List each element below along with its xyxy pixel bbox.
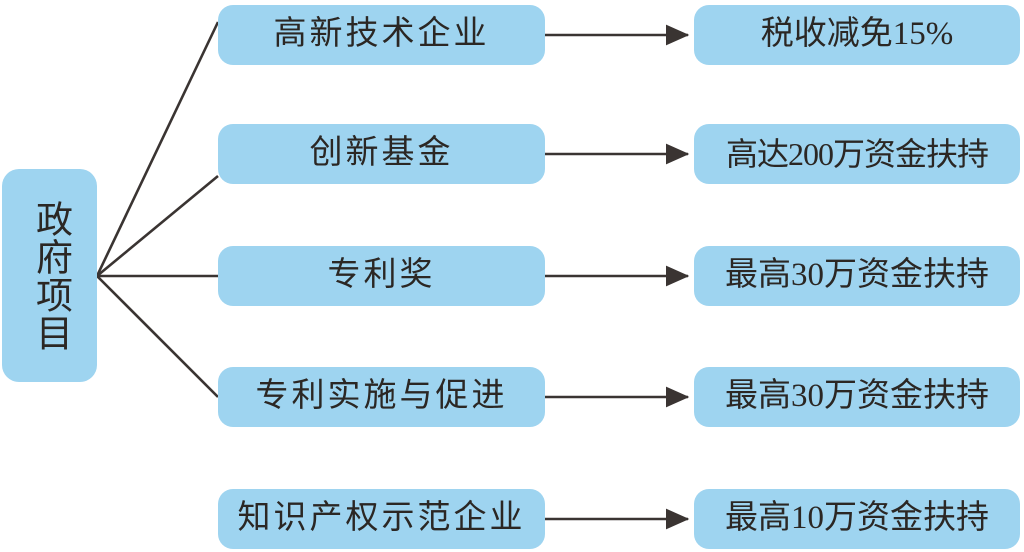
branch-line-1 [95,21,220,277]
program-node-1[interactable]: 高新技术企业 [218,5,545,65]
benefit-node-2[interactable]: 高达200万资金扶持 [694,124,1020,184]
branch-line-4 [96,275,219,398]
program-node-3[interactable]: 专利奖 [218,246,545,306]
program-node-4[interactable]: 专利实施与促进 [218,367,545,427]
benefit-node-1[interactable]: 税收减免15% [694,5,1020,65]
benefit-node-3[interactable]: 最高30万资金扶持 [694,246,1020,306]
branch-line-2 [96,174,219,278]
program-node-2[interactable]: 创新基金 [218,124,545,184]
benefit-node-4[interactable]: 最高30万资金扶持 [694,367,1020,427]
root-node-government-program[interactable]: 政府项目 [2,169,97,382]
benefit-node-5[interactable]: 最高10万资金扶持 [694,489,1020,549]
program-node-5[interactable]: 知识产权示范企业 [218,489,545,549]
